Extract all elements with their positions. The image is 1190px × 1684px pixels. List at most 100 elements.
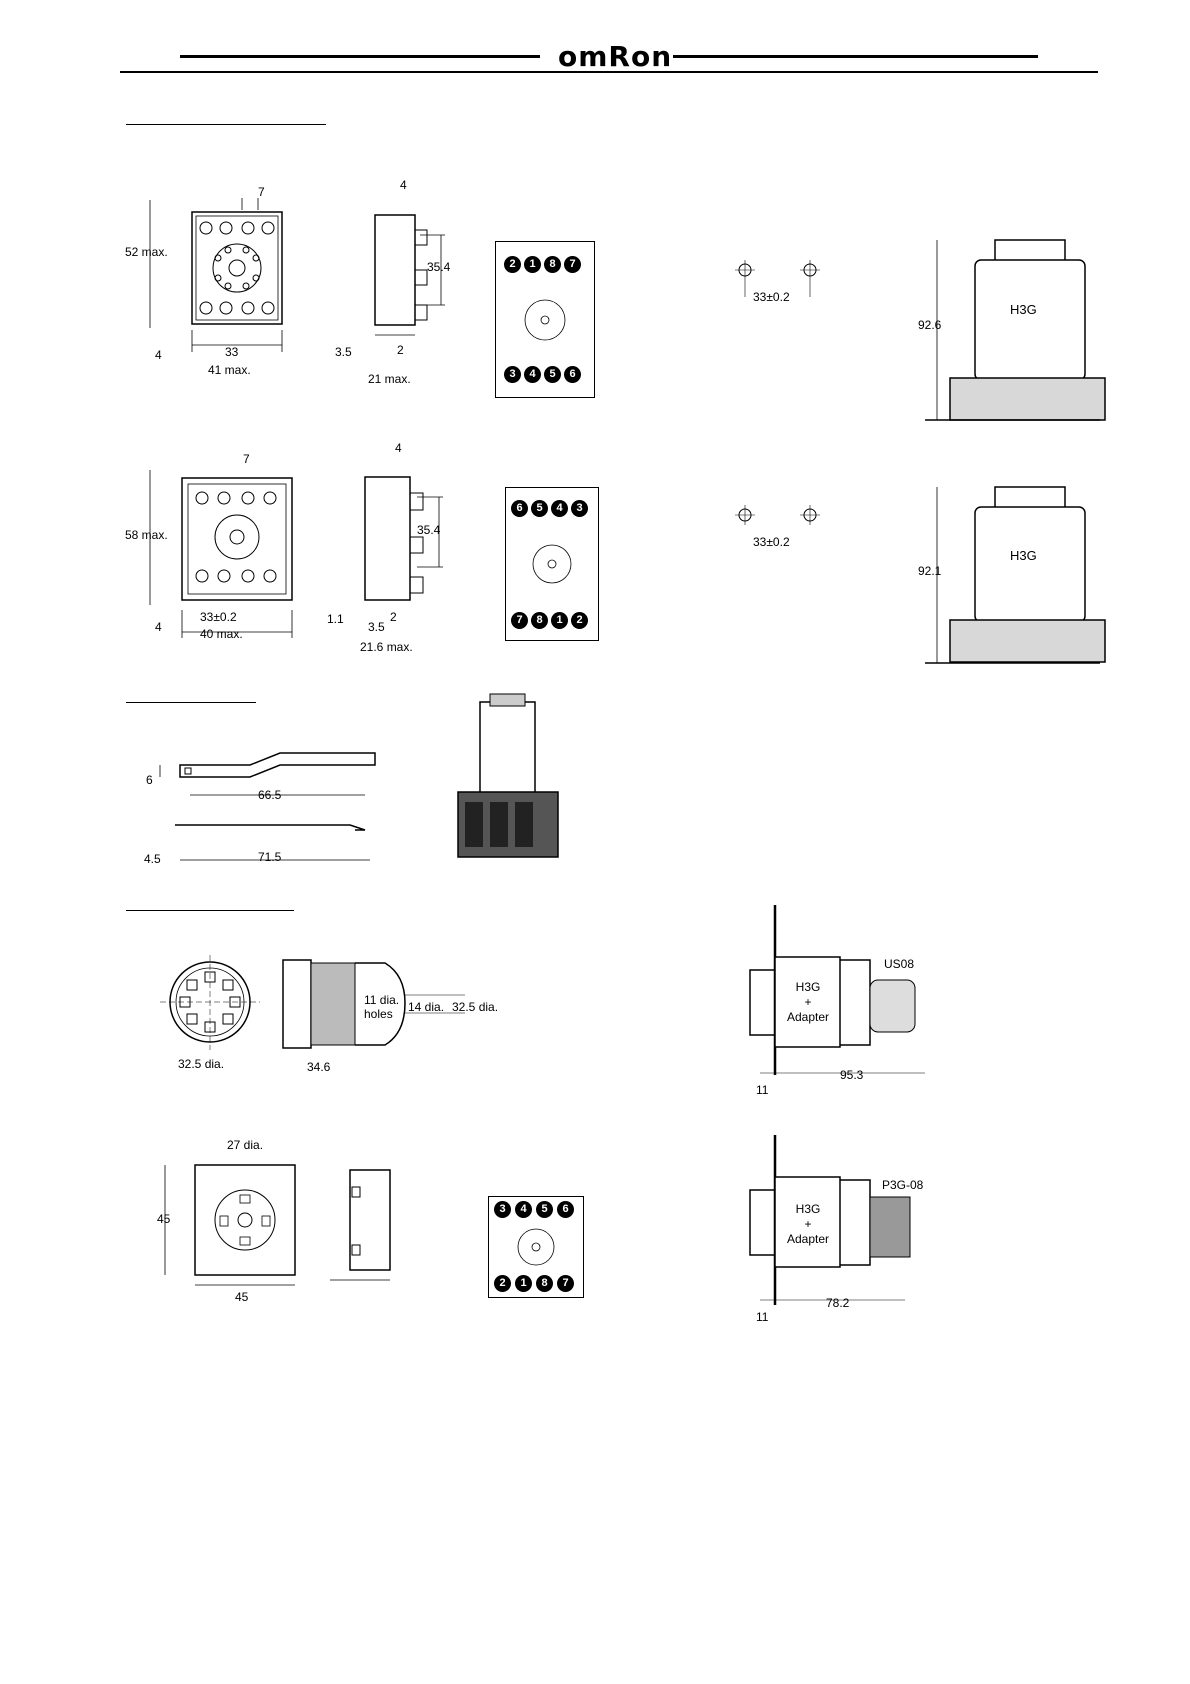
dim-label: 4 [395,441,402,455]
assembly-line: + [804,1217,812,1231]
dim-label: 11 [756,1310,769,1324]
clip-photo-illustration [457,693,559,858]
p3g08-side-view [330,1169,391,1281]
terminal-pin-icon: 6 [564,366,581,383]
terminal-pin-icon: 7 [511,612,528,629]
terminal-pin-icon: 5 [544,366,561,383]
terminal-pin-icon: 8 [544,256,561,273]
timer-label: H3G [1010,548,1037,563]
dim-label: 4 [400,178,407,192]
dim-label: 14 dia. [408,1000,445,1014]
dim-label: 21.6 max. [360,640,413,654]
assembly-line: H3G [795,1202,821,1216]
dim-label: 11 [756,1083,769,1097]
dim-label: 95.3 [840,1068,864,1082]
header-rule-left [180,55,540,58]
us08-panel-mount [749,905,925,1075]
dim-label: 92.1 [918,564,942,578]
terminal-pin-icon: 5 [536,1201,553,1218]
dim-label: 27 dia. [227,1138,264,1152]
dim-label: 33±0.2 [753,535,790,549]
dim-label: 41 max. [208,363,251,377]
dim-label: 92.6 [918,318,942,332]
dim-label: 4 [155,348,162,362]
assembly-line: + [804,995,812,1009]
timer-label: H3G [1010,302,1037,317]
dim-label: 35.4 [417,523,441,537]
dim-label: 2 [390,610,397,624]
assembly-line: Adapter [786,1010,830,1024]
terminal-diagram [532,544,572,584]
terminal-pin-icon: 2 [571,612,588,629]
dim-label: 35.4 [427,260,451,274]
terminal-pin-icon: 7 [564,256,581,273]
socket-front-view-2 [149,470,293,638]
terminal-diagram [524,299,566,341]
p3g08-panel-mount [749,1135,911,1305]
dim-label: 78.2 [826,1296,850,1310]
hold-clip-drawing [159,752,376,861]
brand-logo: omRon [558,40,673,73]
dim-label: 11 dia. holes [364,993,400,1021]
mounting-holes-1 [735,260,820,297]
terminal-arrangement-2: 6 5 4 3 7 8 1 2 [505,487,599,641]
dim-label: 4 [155,620,162,634]
terminal-pin-icon: 4 [551,500,568,517]
terminal-pin-icon: 3 [504,366,521,383]
dim-label: 7 [258,185,265,199]
dim-label: 33 [225,345,239,359]
dim-label: 32.5 dia. [452,1000,499,1014]
terminal-pin-icon: 6 [511,500,528,517]
dim-label: 32.5 dia. [178,1057,225,1071]
mounted-timer-2 [925,486,1106,664]
terminal-pin-icon: 2 [504,256,521,273]
mounting-holes-2 [735,505,820,525]
socket-side-view-1 [374,214,445,336]
socket-side-view-2 [364,476,443,601]
model-label: US08 [884,957,915,971]
terminal-pin-icon: 4 [515,1201,532,1218]
terminal-pin-icon: 3 [494,1201,511,1218]
terminal-pin-icon: 3 [571,500,588,517]
dim-label: 33±0.2 [753,290,790,304]
dim-label: 7 [243,452,250,466]
terminal-diagram [517,1228,555,1266]
dim-label: 45 [235,1290,249,1304]
p3g08-face-view [164,1164,296,1286]
dim-label: 45 [157,1212,171,1226]
header-rule-right [673,55,1038,58]
section-rule-clip [126,702,256,703]
us08-face-view [160,955,260,1050]
terminal-pin-icon: 8 [536,1275,553,1292]
section-rule-back [126,910,294,911]
terminal-arrangement-3: 3 4 5 6 2 1 8 7 [488,1196,584,1298]
dim-label: 6 [146,773,153,787]
dim-label: 33±0.2 [200,610,237,624]
section-rule-sockets [126,124,326,125]
terminal-arrangement-1: 2 1 8 7 3 4 5 6 [495,241,595,398]
dim-label: 34.6 [307,1060,331,1074]
assembly-line: Adapter [786,1232,830,1246]
assembly-label: H3G + Adapter [780,980,836,1025]
dim-label: 3.5 [368,620,385,634]
model-label: P3G-08 [882,1178,924,1192]
assembly-label: H3G + Adapter [780,1202,836,1247]
terminal-pin-icon: 1 [551,612,568,629]
dim-label: 3.5 [335,345,352,359]
dim-label: 2 [397,343,404,357]
terminal-pin-icon: 1 [515,1275,532,1292]
dim-label: 4.5 [144,852,161,866]
dim-label: 21 max. [368,372,411,386]
dim-label: 58 max. [125,528,168,542]
dim-label: 1.1 [327,612,344,626]
terminal-pin-icon: 4 [524,366,541,383]
header-rule-full [120,71,1098,73]
terminal-pin-icon: 1 [524,256,541,273]
us08-side-view [282,959,465,1049]
mounted-timer-1 [925,239,1106,421]
terminal-pin-icon: 6 [557,1201,574,1218]
dim-label: 71.5 [258,850,282,864]
terminal-pin-icon: 7 [557,1275,574,1292]
dim-label: 52 max. [125,245,168,259]
terminal-pin-icon: 5 [531,500,548,517]
